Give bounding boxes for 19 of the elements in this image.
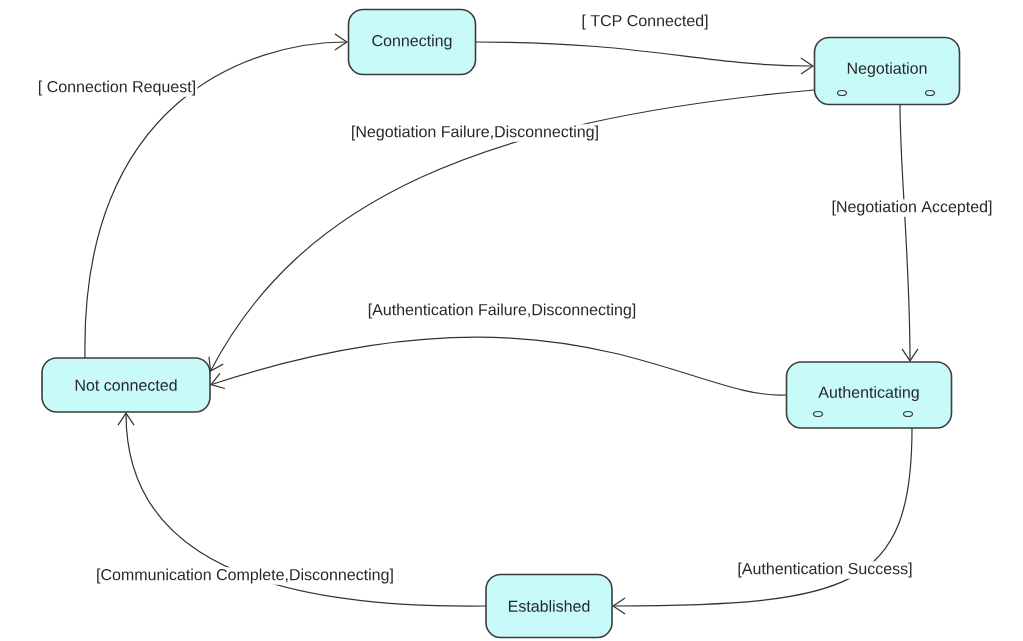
transition-arrow bbox=[612, 427, 913, 615]
transition-arrow bbox=[84, 33, 348, 359]
transition-arrow bbox=[117, 412, 487, 607]
edge-label: [Communication Complete,Disconnecting] bbox=[94, 567, 396, 585]
edge-label: [Authentication Success] bbox=[736, 561, 914, 579]
transition-arrow bbox=[475, 41, 814, 75]
edge-label: [ TCP Connected] bbox=[580, 13, 710, 31]
edge-label: [Negotiation Accepted] bbox=[830, 199, 994, 217]
state-box: Connecting bbox=[347, 8, 477, 76]
transition-arrow bbox=[208, 89, 815, 372]
edge-label: [ Connection Request] bbox=[36, 79, 198, 97]
state-box: Established bbox=[485, 573, 613, 639]
state-box: Not connected bbox=[41, 357, 211, 413]
transition-arrow bbox=[899, 104, 919, 362]
state-box: Authenticating bbox=[785, 361, 953, 429]
transition-arrow bbox=[210, 336, 787, 396]
edge-label: [Authentication Failure,Disconnecting] bbox=[366, 302, 638, 320]
edge-label: [Negotiation Failure,Disconnecting] bbox=[349, 124, 601, 142]
state-box: Negotiation bbox=[813, 36, 961, 106]
